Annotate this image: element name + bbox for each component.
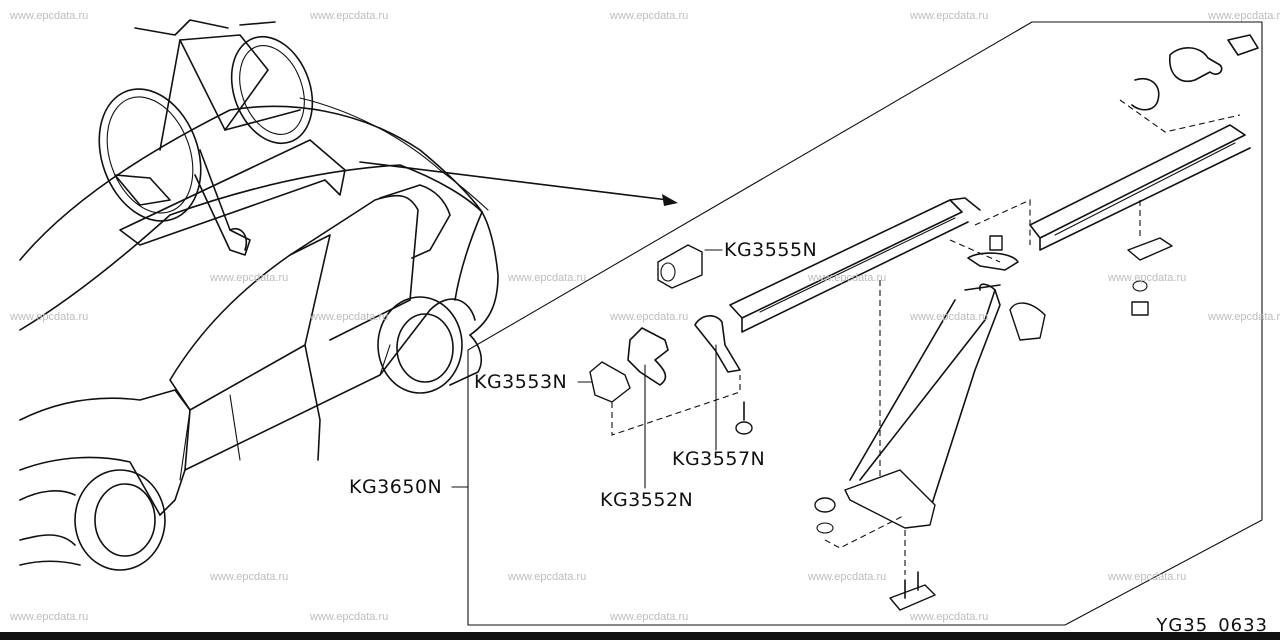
watermark: www.epcdata.ru <box>310 10 389 22</box>
watermark: www.epcdata.ru <box>1108 571 1187 583</box>
watermark: www.epcdata.ru <box>610 10 689 22</box>
watermark: www.epcdata.ru <box>1108 272 1187 284</box>
watermark: www.epcdata.ru <box>610 611 689 623</box>
watermark: www.epcdata.ru <box>910 611 989 623</box>
detail-frame <box>467 21 1263 626</box>
watermark: www.epcdata.ru <box>10 611 89 623</box>
watermark: www.epcdata.ru <box>10 311 89 323</box>
callout-kg3555n[interactable]: KG3555N <box>724 239 818 261</box>
callout-kg3552n[interactable]: KG3552N <box>600 489 694 511</box>
watermark: www.epcdata.ru <box>910 10 989 22</box>
watermark: www.epcdata.ru <box>610 311 689 323</box>
watermark: www.epcdata.ru <box>1208 311 1280 323</box>
end-clips <box>1119 34 1259 133</box>
leader-lines <box>451 249 723 489</box>
bottom-band <box>0 632 1280 640</box>
watermark: www.epcdata.ru <box>310 311 389 323</box>
watermark: www.epcdata.ru <box>1208 10 1280 22</box>
callout-kg3553n[interactable]: KG3553N <box>474 371 568 393</box>
watermark: www.epcdata.ru <box>808 272 887 284</box>
callout-kg3557n[interactable]: KG3557N <box>672 448 766 470</box>
fork-holder <box>814 283 1046 611</box>
detail-arrow <box>359 161 678 206</box>
callout-kg3650n[interactable]: KG3650N <box>349 476 443 498</box>
small-parts <box>589 200 1173 575</box>
watermark: www.epcdata.ru <box>10 10 89 22</box>
car-illustration <box>19 97 499 571</box>
watermark: www.epcdata.ru <box>210 571 289 583</box>
bicycle-illustration <box>98 19 346 256</box>
watermark: www.epcdata.ru <box>508 571 587 583</box>
watermark: www.epcdata.ru <box>210 272 289 284</box>
rail-assembly <box>729 124 1251 333</box>
watermark: www.epcdata.ru <box>808 571 887 583</box>
watermark: www.epcdata.ru <box>910 311 989 323</box>
watermark: www.epcdata.ru <box>508 272 587 284</box>
watermark: www.epcdata.ru <box>310 611 389 623</box>
diagram-id: YG35_0633 <box>1156 615 1268 636</box>
